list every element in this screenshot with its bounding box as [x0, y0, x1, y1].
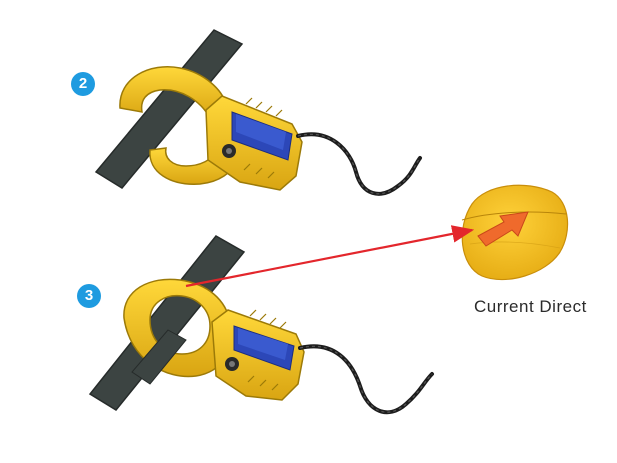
step-badge-2: 2 [71, 72, 95, 96]
lead-wire [296, 132, 422, 196]
direction-detail [461, 184, 569, 281]
step-2-illustration [94, 29, 422, 196]
lead-wire [298, 344, 434, 415]
current-direction-arrow-icon [477, 211, 529, 247]
callout-line [185, 225, 475, 288]
current-direction-caption: Current Direct [474, 297, 587, 316]
step-3-illustration [88, 235, 434, 415]
cable-top [94, 29, 244, 189]
step-badge-3: 3 [77, 284, 101, 308]
